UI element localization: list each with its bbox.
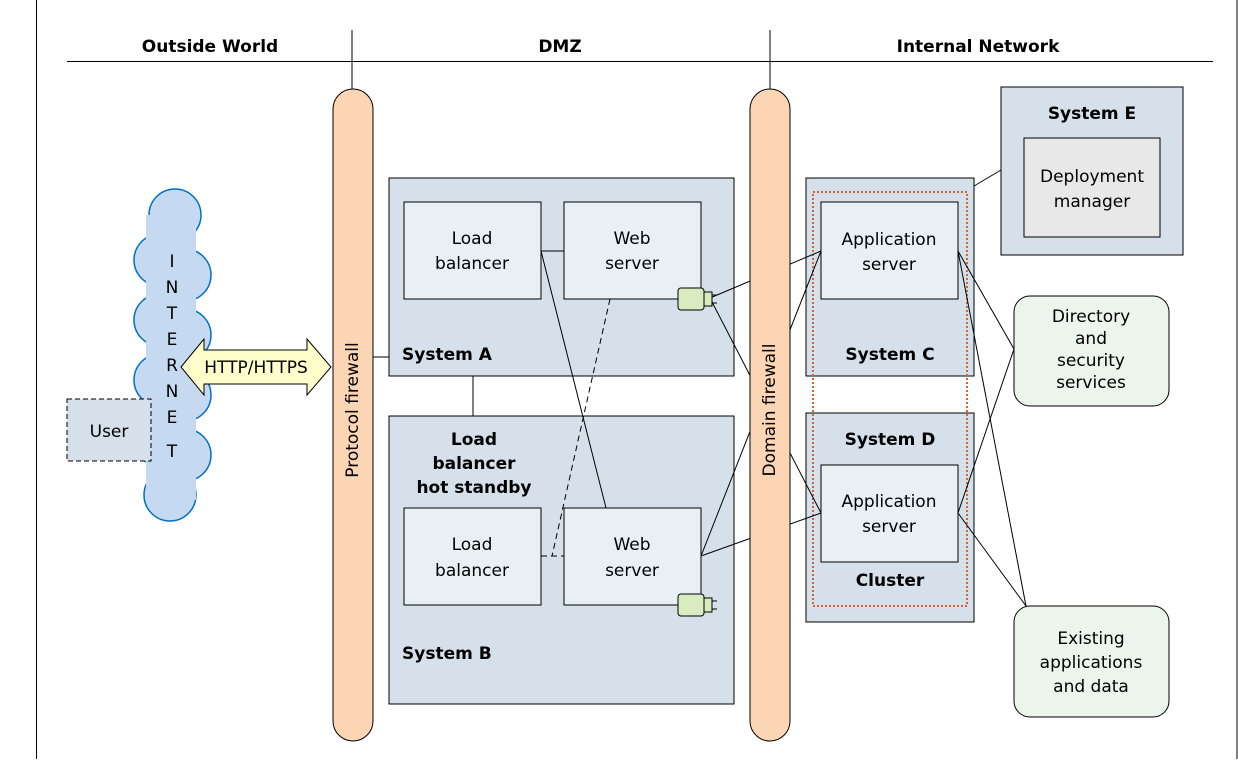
system-d-title: System D — [845, 430, 936, 450]
protocol-firewall — [332, 88, 374, 742]
user-label: User — [90, 422, 129, 442]
line-app-c-to-directory — [957, 250, 1015, 350]
standby-line2: balancer — [432, 454, 516, 474]
cluster-label: Cluster — [856, 571, 925, 591]
directory-line4: services — [1056, 373, 1126, 393]
domain-firewall — [749, 88, 791, 742]
deployment-manager-line2: manager — [1054, 192, 1130, 212]
web-server-b-box — [563, 507, 702, 606]
system-c-title: System C — [845, 345, 934, 365]
zone-internal-network: Internal Network — [897, 37, 1060, 57]
existing-applications-box — [1013, 605, 1170, 718]
system-e-title: System E — [1048, 104, 1136, 124]
app-server-d-line1: Application — [842, 492, 937, 512]
domain-firewall-label: Domain firewall — [760, 344, 780, 477]
line-app-d-to-directory — [957, 348, 1015, 514]
http-double-arrow-icon — [180, 337, 332, 397]
zone-outside-world: Outside World — [142, 37, 278, 57]
web-server-a-line1: Web — [613, 229, 650, 249]
load-balancer-a-line1: Load — [452, 229, 493, 249]
web-server-b-line1: Web — [613, 535, 650, 555]
deployment-manager-box — [1023, 137, 1161, 238]
system-b-title: System B — [402, 644, 492, 664]
protocol-firewall-label: Protocol firewall — [343, 342, 363, 477]
internet-letter: E — [167, 408, 178, 428]
cluster-border — [812, 191, 968, 607]
plugin-icon — [677, 593, 717, 617]
http-arrow-label: HTTP/HTTPS — [204, 358, 308, 378]
line-app-d-to-existing — [957, 512, 1027, 607]
system-a-title: System A — [402, 345, 493, 365]
app-server-d-line2: server — [862, 517, 916, 537]
standby-connections — [541, 298, 611, 557]
line-system-c-to-e — [973, 169, 1002, 187]
load-balancer-b-box — [403, 507, 542, 606]
existing-line2: applications — [1040, 653, 1143, 673]
internet-letter: N — [166, 278, 179, 298]
internet-letters: I N T E R N E T — [166, 252, 179, 462]
internet-cloud-icon — [133, 188, 212, 522]
app-server-c-line2: server — [862, 255, 916, 275]
app-server-c-line1: Application — [842, 230, 937, 250]
load-balancer-b-line2: balancer — [435, 561, 509, 581]
plugin-icon — [677, 287, 717, 311]
internet-letter: N — [166, 382, 179, 402]
web-server-b-line2: server — [605, 561, 659, 581]
directory-line1: Directory — [1052, 307, 1130, 327]
directory-services-box — [1013, 295, 1170, 407]
internet-letter: T — [166, 304, 178, 324]
web-server-a-box — [563, 201, 702, 300]
standby-line1: Load — [451, 430, 497, 450]
load-balancer-b-line1: Load — [452, 535, 493, 555]
internet-letter: E — [167, 330, 178, 350]
internet-letter: I — [169, 252, 174, 272]
existing-line3: and data — [1053, 677, 1129, 697]
app-server-d-box — [820, 464, 959, 563]
line-lb-a-to-web-b — [540, 250, 607, 509]
load-balancer-a-line2: balancer — [435, 254, 509, 274]
internet-letter: R — [166, 356, 178, 376]
web-server-a-line2: server — [605, 254, 659, 274]
standby-line3: hot standby — [416, 478, 531, 498]
load-balancer-a-box — [403, 201, 542, 300]
deployment-manager-line1: Deployment — [1040, 167, 1144, 187]
user-box — [66, 398, 152, 462]
internet-letter: T — [166, 442, 178, 462]
existing-line1: Existing — [1057, 629, 1124, 649]
directory-line2: and — [1075, 329, 1107, 349]
zone-dmz: DMZ — [538, 37, 581, 57]
connections — [373, 169, 1027, 607]
app-server-c-box — [820, 201, 959, 300]
directory-line3: security — [1057, 351, 1125, 371]
line-web-a-to-lb-b-dashed — [551, 298, 611, 557]
line-app-c-to-existing — [957, 250, 1027, 607]
